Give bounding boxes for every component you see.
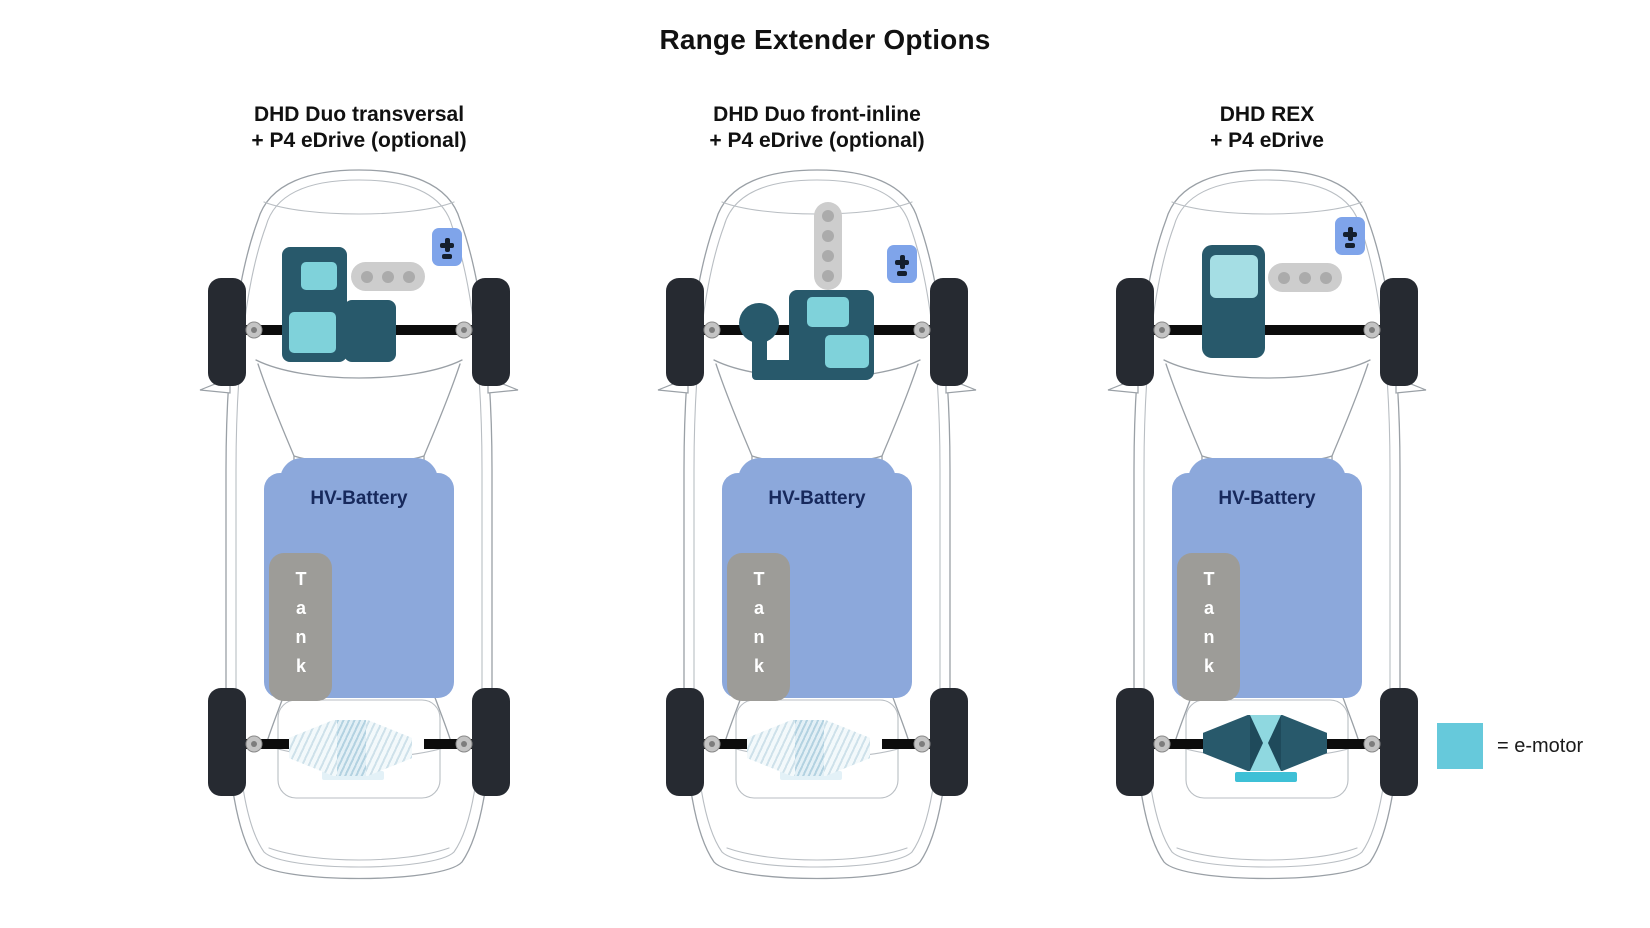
charge-port-dash	[442, 254, 452, 259]
muffler-dot	[1278, 271, 1290, 284]
variant-subtitle: + P4 eDrive (optional)	[709, 128, 925, 152]
hv-battery-label: HV-Battery	[1218, 488, 1316, 509]
hv-battery-label: HV-Battery	[310, 488, 408, 509]
muffler	[1268, 263, 1342, 292]
legend-e-motor-label: = e-motor	[1497, 735, 1584, 757]
fuel-tank-label: Tank	[291, 569, 311, 685]
muffler-dot	[361, 270, 373, 283]
charge-port	[1335, 217, 1365, 255]
fuel-tank: Tank	[1177, 553, 1240, 701]
muffler-dot	[1299, 271, 1311, 284]
variant-title-front-inline: DHD Duo front-inline + P4 eDrive (option…	[652, 102, 982, 153]
inline-engine	[814, 202, 842, 290]
engine-dot	[822, 230, 834, 242]
wheel	[666, 278, 968, 796]
hv-battery-label: HV-Battery	[768, 488, 866, 509]
fuel-tank: Tank	[727, 553, 790, 701]
charge-port-dash	[1345, 243, 1355, 248]
car-diagram-rex: HV-Battery Tank	[1102, 160, 1432, 900]
wheel	[1116, 278, 1418, 796]
gearbox-extension	[344, 300, 396, 362]
wheel-hub	[245, 321, 473, 753]
muffler-dot	[1320, 271, 1332, 284]
variant-subtitle: + P4 eDrive (optional)	[251, 128, 467, 152]
legend-e-motor-swatch	[1437, 723, 1483, 769]
car-diagram-front-inline: HV-Battery Tank	[652, 160, 982, 900]
e-motor-rear-band	[337, 720, 366, 776]
car-outline	[657, 169, 977, 880]
charge-port-icon	[1343, 227, 1357, 241]
rear-axle	[696, 739, 938, 749]
wheel-hub	[703, 321, 931, 753]
e-motor-front-2	[289, 312, 336, 353]
e-motor-front-2	[825, 335, 869, 368]
engine-dot	[822, 270, 834, 282]
charge-port-dash	[897, 271, 907, 276]
charge-port-icon	[895, 255, 909, 269]
e-motor-rear-mount	[1235, 772, 1297, 782]
generator-e-motor	[1210, 255, 1258, 298]
page-title: Range Extender Options	[659, 24, 991, 55]
e-motor-front-1	[301, 262, 337, 290]
fuel-tank: Tank	[269, 553, 332, 701]
rear-axle	[238, 739, 480, 749]
car-diagram-transversal: HV-Battery Tank	[194, 160, 524, 900]
variant-title-transversal: DHD Duo transversal + P4 eDrive (optiona…	[194, 102, 524, 153]
fuel-tank-label: Tank	[1199, 569, 1219, 685]
e-motor-rear-band	[795, 720, 824, 776]
variant-name: DHD Duo transversal	[253, 103, 465, 126]
muffler	[351, 262, 425, 291]
variant-subtitle: + P4 eDrive	[1210, 128, 1324, 152]
fuel-tank-label: Tank	[749, 569, 769, 685]
e-motor-front-1	[807, 297, 849, 327]
muffler-dot	[403, 270, 415, 283]
variant-title-rex: DHD REX + P4 eDrive	[1102, 102, 1432, 153]
engine-dot	[822, 250, 834, 262]
charge-port	[432, 228, 462, 266]
variant-name: DHD Duo front-inline	[713, 103, 921, 126]
charge-port	[887, 245, 917, 283]
charge-port-icon	[440, 238, 454, 252]
wheel	[208, 278, 510, 796]
wheel-hub	[1153, 321, 1381, 753]
engine-dot	[822, 210, 834, 222]
muffler-dot	[382, 270, 394, 283]
variant-name: DHD REX	[1219, 103, 1315, 126]
front-axle	[1146, 325, 1388, 335]
